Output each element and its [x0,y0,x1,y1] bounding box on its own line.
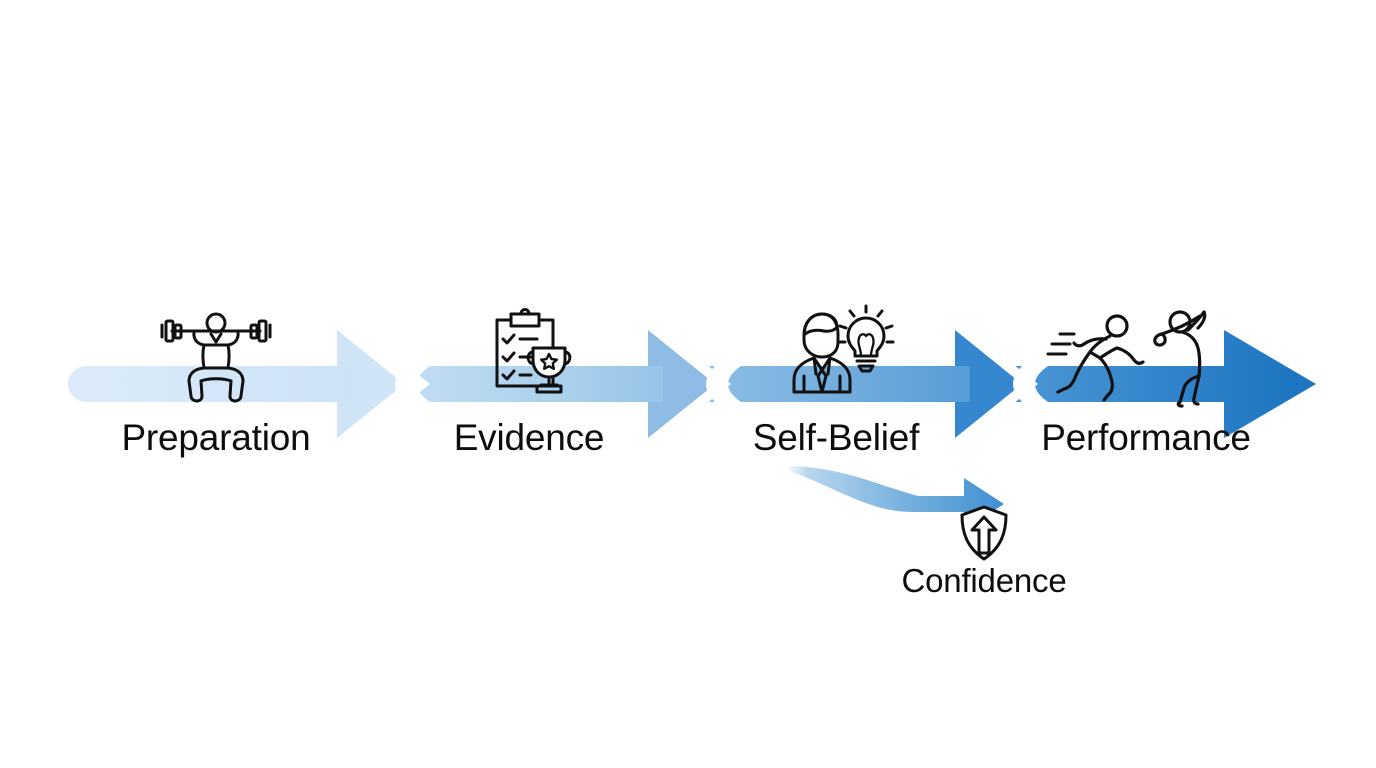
clipboard-trophy-icon [495,308,572,394]
shield-up-arrow-icon [960,505,1008,561]
golfer-icon [1153,310,1207,408]
tail-notch-1 [395,366,430,402]
chevron-arrowheads [337,330,1022,438]
person-lightbulb-icon [792,304,895,394]
chevron-tail-notches [395,366,1048,402]
tail-notch-3 [1013,366,1048,402]
stage-label-preparation: Preparation [121,417,311,458]
runner-icon [1046,314,1145,402]
stage-label-evidence: Evidence [453,417,605,458]
stage-label-performance: Performance [1041,417,1251,458]
chevron-arrow-1 [337,330,404,438]
tail-notch-2 [706,366,741,402]
confidence-branch-arrow [786,466,1004,530]
stage-label-self-belief: Self-Belief [752,417,920,458]
chevron-arrow-3 [955,330,1022,438]
chevron-arrow-2 [648,330,715,438]
branch-arrow-shape [786,466,1004,530]
weightlifter-icon [160,312,272,403]
branch-label-confidence: Confidence [901,562,1067,599]
